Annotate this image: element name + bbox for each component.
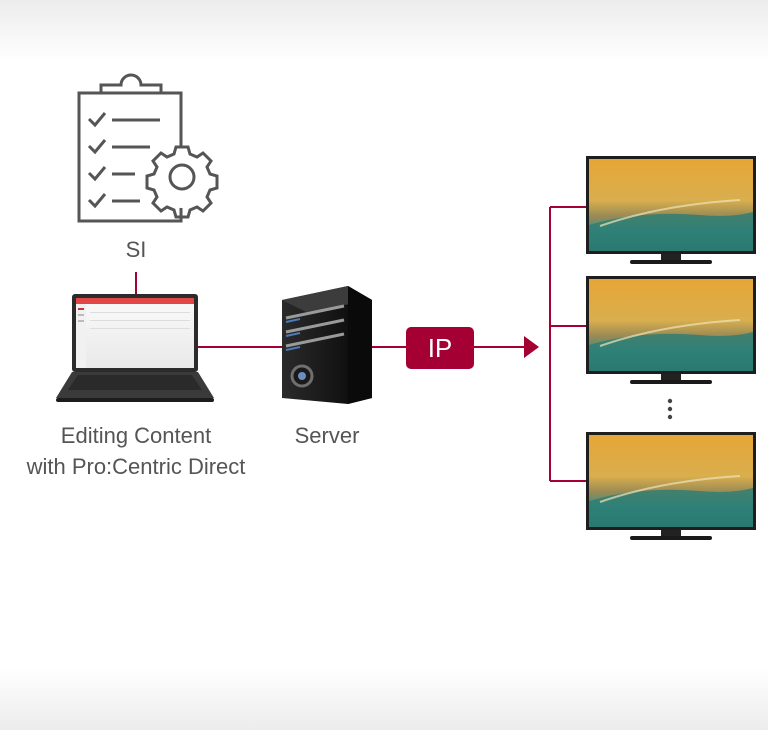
vertical-ellipsis-icon xyxy=(667,398,673,420)
editing-content-label: Editing Content with Pro:Centric Direct xyxy=(0,420,272,482)
bottom-fade xyxy=(0,668,768,730)
gear-icon xyxy=(145,145,219,219)
tv-display-icon xyxy=(586,156,756,264)
top-fade xyxy=(0,0,768,62)
si-label: SI xyxy=(125,237,147,262)
laptop-icon xyxy=(56,294,214,402)
editing-content-line2: with Pro:Centric Direct xyxy=(26,454,246,479)
server-label: Server xyxy=(294,423,360,448)
tv-display-icon xyxy=(586,276,756,384)
display-bracket xyxy=(549,206,586,482)
server-tower-icon xyxy=(282,286,372,404)
ip-badge: IP xyxy=(406,327,474,369)
tv-display-icon xyxy=(586,432,756,540)
arrow-head-icon xyxy=(524,336,539,358)
editing-content-line1: Editing Content xyxy=(60,423,212,448)
